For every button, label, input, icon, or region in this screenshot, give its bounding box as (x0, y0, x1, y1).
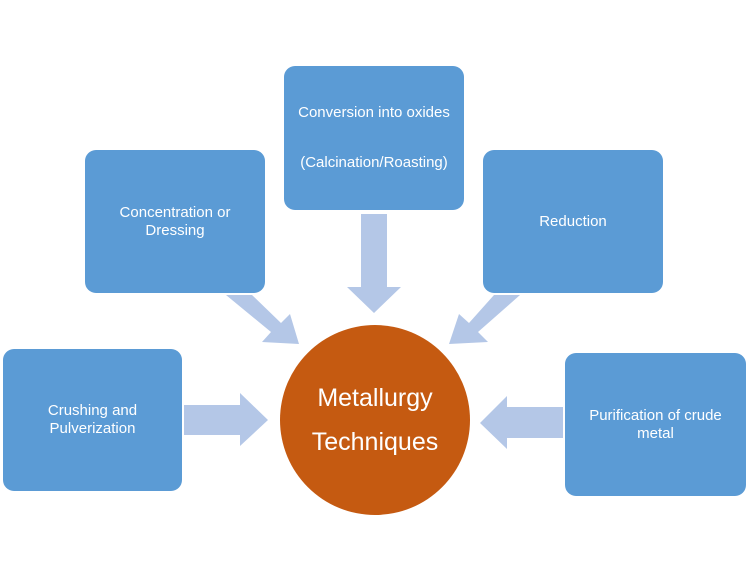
arrow-reduction-to-center (449, 295, 520, 344)
step-crushing-line2: Pulverization (49, 420, 136, 437)
step-crushing: Crushing and Pulverization (3, 349, 182, 491)
center-title-line1: Metallurgy (317, 384, 433, 412)
step-conversion-line2: (Calcination/Roasting) (300, 154, 448, 171)
step-concentration-line2: Dressing (145, 221, 205, 239)
step-reduction: Reduction (483, 150, 663, 293)
step-purification: Purification of crude metal (565, 353, 746, 496)
arrow-conversion-to-center (347, 214, 401, 313)
arrow-concentration-to-center (226, 295, 299, 344)
step-concentration-line1: Concentration or (119, 203, 231, 221)
arrow-purification-to-center (480, 396, 563, 449)
center-circle: Metallurgy Techniques (280, 325, 470, 515)
step-purification-line1: Purification of crude (589, 406, 722, 424)
step-conversion-line1: Conversion into oxides (298, 104, 450, 121)
step-concentration: Concentration or Dressing (85, 150, 265, 293)
step-reduction-line1: Reduction (539, 212, 607, 230)
center-title-line2: Techniques (311, 428, 439, 456)
step-conversion: Conversion into oxides (Calcination/Roas… (284, 66, 464, 210)
step-crushing-line1: Crushing and (47, 402, 138, 419)
step-purification-line2: metal (637, 424, 674, 442)
arrow-crushing-to-center (184, 393, 268, 446)
